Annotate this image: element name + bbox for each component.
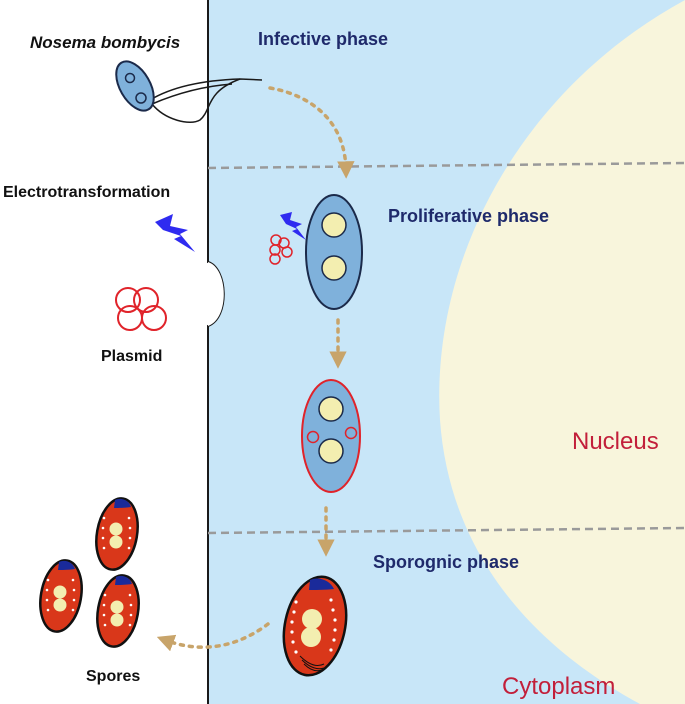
arrow-release — [156, 622, 270, 652]
divider-infective-proliferative — [207, 161, 685, 170]
released-spore-icon-2 — [39, 559, 83, 633]
meront-cell-icon — [305, 194, 363, 310]
released-spore-icon-1 — [95, 497, 139, 571]
plasmid-label: Plasmid — [101, 348, 162, 365]
released-spore-icon-3 — [96, 574, 140, 648]
electrotransformation-label: Electrotransformation — [3, 184, 170, 201]
lightning-icon — [155, 214, 195, 252]
spores-label: Spores — [86, 668, 140, 685]
plasmid-icon — [115, 287, 167, 331]
nosema-spore-icon — [115, 60, 263, 124]
cytoplasm-label: Cytoplasm — [502, 673, 615, 700]
small-lightning-icon — [280, 212, 306, 240]
transformed-cell-icon — [301, 379, 361, 493]
small-plasmid-icon — [269, 234, 293, 265]
spore-icon — [282, 575, 348, 677]
arrow-infection — [268, 86, 355, 179]
nucleus-label: Nucleus — [572, 428, 659, 455]
sporogonic-phase-label: Sporognic phase — [373, 552, 519, 572]
infective-phase-label: Infective phase — [258, 29, 388, 49]
organism-label: Nosema bombycis — [30, 33, 180, 52]
proliferative-phase-label: Proliferative phase — [388, 206, 549, 226]
divider-proliferative-sporogonic — [207, 526, 685, 535]
membrane-notch — [208, 262, 224, 326]
nucleus-region — [439, 0, 685, 704]
